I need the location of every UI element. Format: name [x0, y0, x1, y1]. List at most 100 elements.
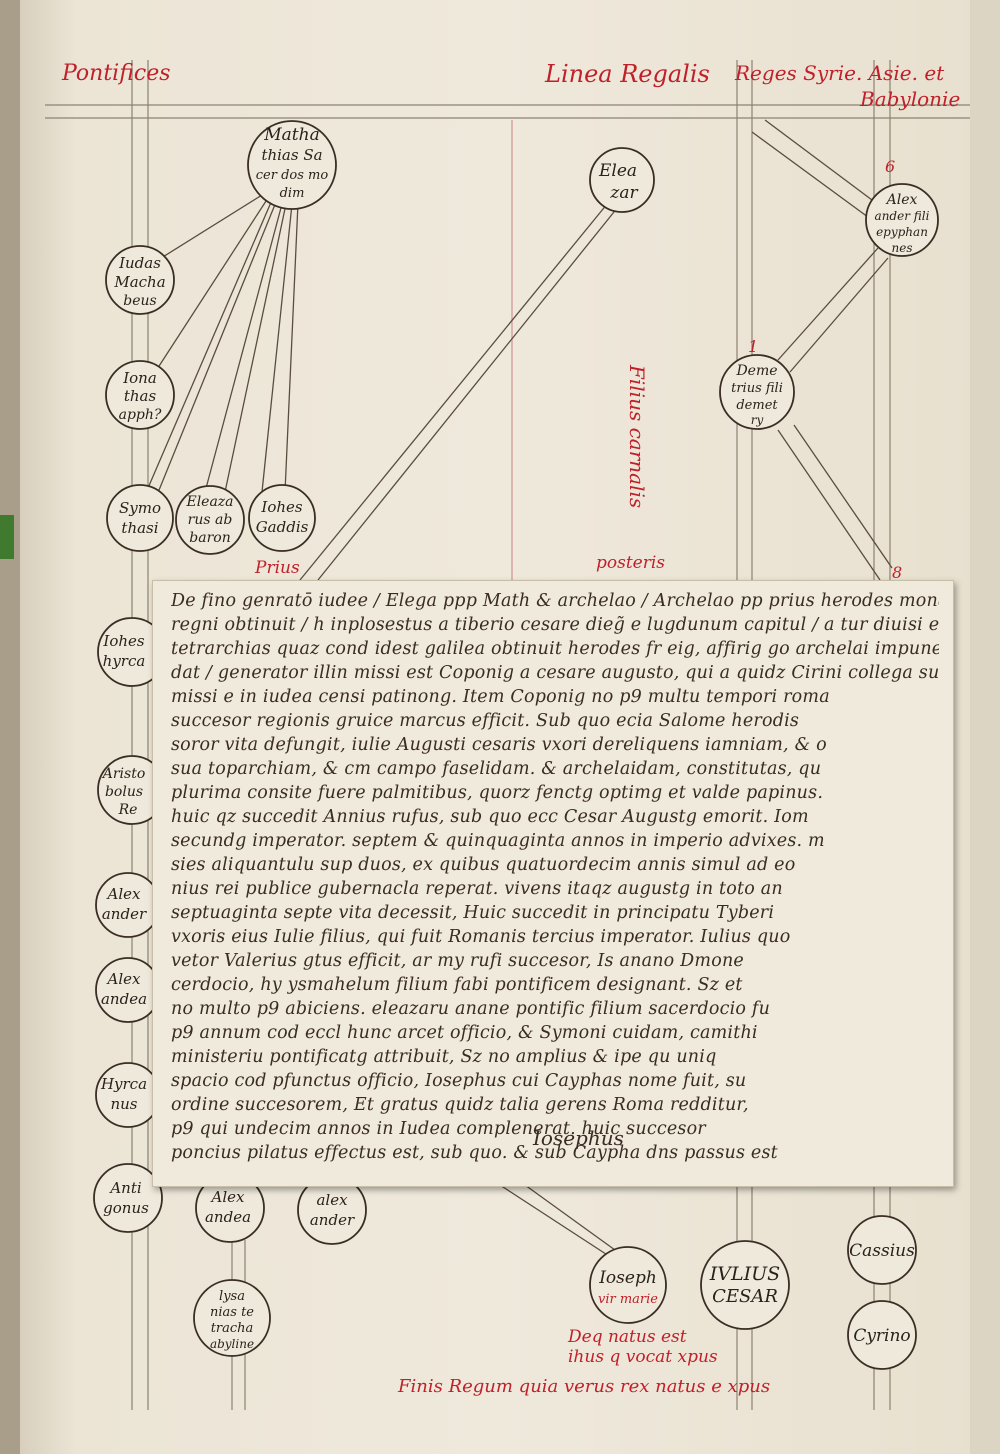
slip-line: septuaginta septe vita decessit, Huic su… — [171, 903, 775, 923]
svg-text:andea: andea — [205, 1208, 251, 1226]
page-stack-edge — [0, 0, 22, 1454]
svg-text:CESAR: CESAR — [712, 1286, 778, 1307]
svg-text:bolus: bolus — [105, 784, 143, 800]
roundel-alexandra-2: Alex andea — [195, 1173, 265, 1243]
svg-text:Iona: Iona — [122, 369, 157, 387]
facing-page-edge — [970, 0, 1000, 1454]
svg-text:Alex: Alex — [106, 885, 142, 903]
slip-line: poncius pilatus effectus est, sub quo. &… — [171, 1143, 778, 1163]
svg-text:Symo: Symo — [119, 499, 161, 517]
roundel-johes-gaddis: Iohes Gaddis — [248, 484, 316, 552]
svg-text:Alex: Alex — [885, 192, 918, 208]
svg-text:IVLIUS: IVLIUS — [709, 1263, 780, 1285]
slip-text-block: De fino genratō iudee / Elega ppp Math &… — [171, 589, 939, 1165]
svg-text:Iohes: Iohes — [260, 498, 302, 516]
roundel-julius-cesar: IVLIUS CESAR — [700, 1240, 790, 1330]
svg-text:Hyrca: Hyrca — [100, 1075, 147, 1093]
rubric-prius: Prius — [254, 558, 300, 578]
slip-line: ordine succesorem, Et gratus quidz talia… — [171, 1095, 749, 1115]
header-linea-regalis: Linea Regalis — [544, 60, 710, 88]
roundel-joseph: Ioseph vir marie — [589, 1246, 667, 1324]
roundel-symon: Symo thasi — [106, 484, 174, 552]
svg-text:baron: baron — [189, 530, 230, 546]
svg-text:Macha: Macha — [113, 273, 165, 291]
svg-text:ander: ander — [310, 1211, 355, 1229]
roundel-mathathias: Matha thias Sa cer dos mo dim — [247, 120, 337, 210]
roundel-alexandra-1: Alex andea — [95, 957, 161, 1023]
slip-line: vetor Valerius gtus efficit, ar my rufi … — [171, 951, 744, 971]
slip-signature: Iosephus — [533, 1126, 624, 1150]
slip-line: no multo p9 abiciens. eleazaru anane pon… — [171, 999, 771, 1019]
slip-line: nius rei publice gubernacla reperat. viv… — [171, 879, 783, 899]
roundel-alexander-filius: Alex ander fili epyphan nes — [865, 183, 939, 257]
slip-line: regni obtinuit / h inplosestus a tiberio… — [171, 615, 939, 635]
rubric-finis-regum: Finis Regum quia verus rex natus e xpus — [397, 1376, 770, 1397]
svg-text:tracha: tracha — [211, 1321, 254, 1336]
slip-line: secundg imperator. septem & quinquaginta… — [171, 831, 825, 851]
slip-line: missi e in iudea censi patinong. Item Co… — [171, 687, 830, 707]
slip-line: p9 qui undecim annos in Iudea complenera… — [171, 1119, 706, 1139]
pasted-slip: De fino genratō iudee / Elega ppp Math &… — [152, 580, 954, 1187]
rubric-eight: 8 — [892, 563, 902, 582]
lineage-connectors — [144, 119, 893, 1259]
svg-text:dim: dim — [280, 186, 305, 201]
rubric-nativity-2: ihus q vocat xpus — [568, 1347, 718, 1367]
roundel-alexander-1: Alex ander — [95, 872, 161, 938]
roundel-jonathas: Iona thas apph? — [105, 360, 175, 430]
svg-text:nias te: nias te — [210, 1305, 254, 1320]
svg-text:ry: ry — [751, 413, 764, 427]
svg-text:ander: ander — [102, 905, 147, 923]
slip-line: dat / generator illin missi est Coponig … — [171, 663, 939, 683]
svg-text:thas: thas — [124, 387, 157, 405]
svg-text:Ioseph: Ioseph — [598, 1268, 657, 1288]
roundel-demetrius: Deme trius fili demet ry — [719, 354, 795, 430]
slip-line: huic qz succedit Annius rufus, sub quo e… — [171, 807, 809, 827]
svg-text:Cassius: Cassius — [849, 1241, 915, 1261]
slip-line: ministeriu pontificatg attribuit, Sz no … — [171, 1047, 717, 1067]
slip-line: spacio cod pfunctus officio, Iosephus cu… — [171, 1071, 747, 1091]
svg-text:apph?: apph? — [119, 407, 162, 423]
svg-text:trius fili: trius fili — [731, 381, 783, 396]
green-tab — [0, 515, 14, 559]
slip-line: soror vita defungit, iulie Augusti cesar… — [171, 735, 827, 755]
svg-text:nus: nus — [110, 1095, 137, 1113]
svg-text:demet: demet — [736, 398, 778, 413]
slip-line: succesor regionis gruice marcus efficit.… — [171, 711, 800, 731]
slip-line: tetrarchias quaz cond idest galilea obti… — [171, 639, 939, 659]
svg-text:nes: nes — [892, 241, 913, 255]
svg-text:rus ab: rus ab — [188, 512, 233, 528]
svg-text:andea: andea — [101, 990, 147, 1008]
slip-line: plurima consite fuere palmitibus, quorz … — [171, 783, 824, 803]
slip-line: sua toparchiam, & cm campo faselidam. & … — [171, 759, 822, 779]
roundel-cyrinus: Cyrino — [847, 1300, 917, 1370]
roundel-lysanias: lysa nias te tracha abyline — [193, 1279, 271, 1357]
svg-text:zar: zar — [609, 183, 638, 203]
slip-line: sies aliquantulu sup duos, ex quibus qua… — [171, 855, 796, 875]
roundel-johes-hyrcanus: Iohes hyrca — [97, 617, 167, 687]
svg-text:Elea: Elea — [598, 161, 637, 181]
svg-text:Eleaza: Eleaza — [185, 494, 233, 510]
svg-text:Matha: Matha — [263, 125, 319, 145]
roundel-alexander-2: alex ander — [297, 1175, 367, 1245]
header-reges-1: Reges Syrie. Asie. et — [734, 61, 945, 85]
svg-text:lysa: lysa — [219, 1289, 245, 1304]
roundel-antigonus: Anti gonus — [93, 1163, 163, 1233]
svg-text:Gaddis: Gaddis — [256, 518, 309, 536]
svg-text:epyphan: epyphan — [876, 225, 928, 239]
svg-text:Alex: Alex — [210, 1188, 246, 1206]
svg-text:abyline: abyline — [210, 1337, 254, 1351]
roundel-eleazarus: Eleaza rus ab baron — [175, 485, 245, 555]
svg-text:Anti: Anti — [108, 1179, 142, 1197]
svg-text:Deme: Deme — [735, 363, 777, 379]
svg-text:alex: alex — [316, 1191, 348, 1209]
rubric-nativity-1: Deq natus est — [567, 1327, 687, 1347]
svg-text:Aristo: Aristo — [101, 766, 146, 782]
svg-text:hyrca: hyrca — [103, 652, 146, 670]
svg-text:gonus: gonus — [103, 1199, 149, 1217]
svg-text:beus: beus — [123, 293, 156, 309]
svg-text:Re: Re — [118, 802, 138, 818]
roundel-eleazar: Elea zar — [589, 147, 655, 213]
roundel-hyrcanus: Hyrca nus — [95, 1062, 161, 1128]
slip-line: vxoris eius Iulie filius, qui fuit Roman… — [171, 927, 791, 947]
